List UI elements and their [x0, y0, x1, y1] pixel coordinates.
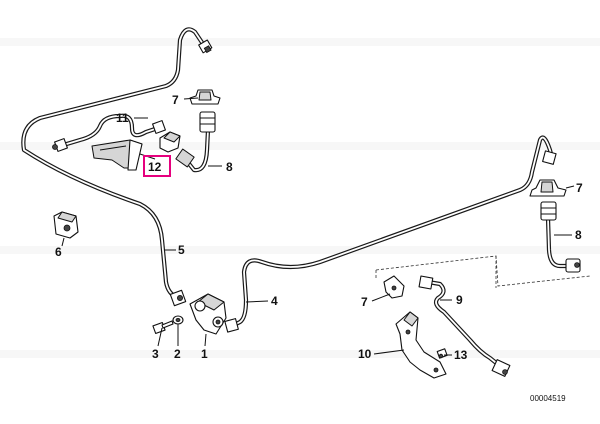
callout-6: 6 [55, 245, 62, 259]
pipe-nut-right [542, 150, 557, 165]
callout-7-top: 7 [172, 93, 179, 107]
brake-t-piece [189, 293, 227, 335]
brake-hose-8-right [545, 215, 575, 269]
callout-11: 11 [116, 111, 129, 125]
callout-7-lower: 7 [361, 295, 368, 309]
callout-3: 3 [152, 347, 159, 361]
callout-5: 5 [178, 243, 185, 257]
callout-8-right: 8 [575, 228, 582, 242]
brake-pipe-9 [425, 279, 503, 369]
brake-pipe-11 [57, 113, 161, 149]
pipe-nut-top [198, 39, 213, 54]
bracket-10 [395, 311, 447, 379]
watermark [0, 38, 600, 358]
fittings [52, 39, 581, 377]
callouts: 1 2 3 4 5 6 7 7 7 8 8 9 10 11 13 [55, 93, 583, 362]
callout-1: 1 [201, 347, 208, 361]
callout-4: 4 [271, 294, 278, 308]
highlight-box [143, 155, 171, 177]
bolt-13 [436, 348, 448, 359]
holder-12 [159, 131, 181, 153]
brake-pipe-4 [229, 135, 555, 329]
subassembly-frame [375, 255, 591, 287]
bolt [152, 320, 174, 335]
pipe-9-fittings [418, 275, 511, 377]
washer [172, 315, 184, 325]
leader-lines [61, 97, 575, 356]
callout-2: 2 [174, 347, 181, 361]
callout-13: 13 [454, 348, 468, 362]
pipe-nut-left [52, 138, 68, 152]
callout-9: 9 [456, 293, 463, 307]
pipe-holder-bracket [91, 139, 143, 171]
pipe-nut-bottom [169, 289, 187, 307]
brake-hose-8-upper [183, 127, 211, 173]
grommet [53, 211, 79, 239]
clip-7-right [529, 179, 567, 197]
hose-fitting-right [540, 201, 581, 273]
brake-pipe-5 [21, 27, 206, 301]
callout-12-highlight[interactable]: 12 [143, 155, 171, 177]
brake-pipes [21, 27, 575, 369]
hose-fitting-upper [175, 111, 216, 168]
clip-7-top [189, 89, 221, 105]
clip-7-lower [383, 275, 405, 299]
callout-8-upper: 8 [226, 160, 233, 174]
callout-10: 10 [358, 347, 372, 361]
callout-7-right: 7 [576, 181, 583, 195]
callout-12: 12 [148, 160, 162, 174]
diagram-reference: 00004519 [530, 394, 566, 403]
pipe-nut-tpiece [224, 318, 239, 333]
pipe-nut-11 [152, 120, 166, 134]
